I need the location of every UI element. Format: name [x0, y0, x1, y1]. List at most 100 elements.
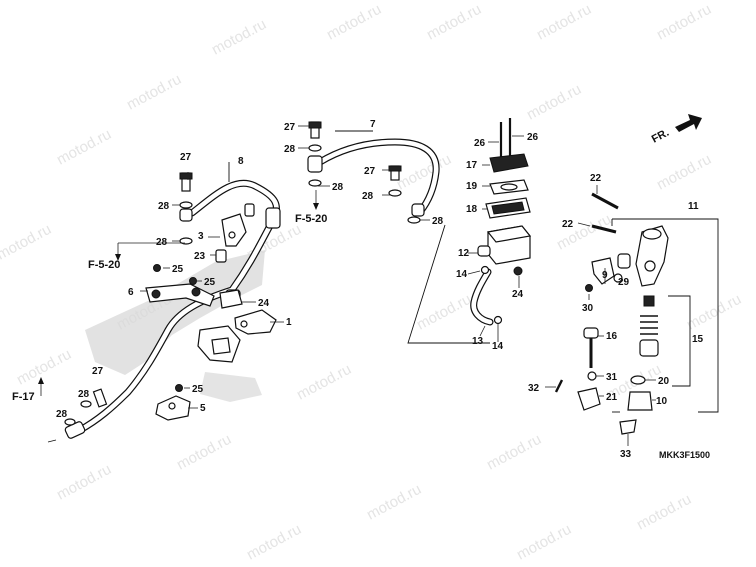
callout-32: 32	[528, 383, 540, 394]
reference-label: F-5-20	[88, 259, 120, 271]
callout-9: 9	[602, 270, 608, 281]
banjo-fitting	[179, 208, 193, 222]
nut-31	[587, 371, 597, 381]
pin-22-a	[591, 192, 619, 210]
assembly-bracket-15	[668, 295, 691, 387]
boot-10	[627, 391, 653, 411]
direction-label: FR.	[650, 127, 671, 146]
bolt-27-mid-b	[388, 165, 402, 181]
joint-9	[591, 257, 615, 285]
callout-28: 28	[56, 409, 68, 420]
master-cylinder-body	[617, 225, 669, 287]
holder-body	[197, 325, 241, 363]
washer-28	[64, 418, 76, 426]
callout-25: 25	[192, 384, 204, 395]
pushrod-16	[583, 327, 599, 368]
watermark: motod.ru	[324, 1, 384, 44]
clamp-24	[219, 289, 243, 309]
callout-22: 22	[590, 173, 602, 184]
callout-3: 3	[198, 231, 204, 242]
callout-26: 26	[527, 132, 539, 143]
callout-17: 17	[466, 160, 478, 171]
watermark: motod.ru	[654, 151, 714, 194]
callout-28: 28	[432, 216, 444, 227]
callout-28: 28	[284, 144, 296, 155]
reference-label: F-17	[12, 391, 35, 403]
watermark: motod.ru	[0, 221, 54, 264]
watermark: motod.ru	[654, 1, 714, 44]
clamp-3	[221, 213, 247, 247]
callout-14: 14	[456, 269, 468, 280]
callout-16: 16	[606, 331, 618, 342]
frame-shading	[85, 250, 265, 402]
bolt-26-pair	[499, 118, 512, 162]
leader-lines	[140, 125, 656, 446]
callout-13: 13	[472, 336, 484, 347]
washer-28	[308, 144, 322, 152]
bolt-27-left-top	[179, 172, 193, 192]
assembly-bracket-8	[47, 162, 230, 443]
watermark: motod.ru	[524, 81, 584, 124]
callout-1: 1	[286, 317, 292, 328]
clip-14	[480, 265, 490, 275]
callout-27: 27	[180, 152, 192, 163]
reference-label: F-5-20	[295, 213, 327, 225]
washer-28	[80, 400, 92, 408]
watermark: motod.ru	[394, 151, 454, 194]
stay-6	[145, 283, 215, 307]
callout-25: 25	[172, 264, 184, 275]
washer-28	[179, 201, 193, 209]
callout-15: 15	[692, 334, 704, 345]
callout-21: 21	[606, 392, 618, 403]
callout-28: 28	[332, 182, 344, 193]
clamp-5	[155, 395, 191, 421]
callout-25: 25	[204, 277, 216, 288]
callout-19: 19	[466, 181, 478, 192]
diagram-code: MKK3F1500	[659, 450, 710, 460]
callout-26: 26	[474, 138, 486, 149]
watermark: motod.ru	[174, 431, 234, 474]
front-direction-indicator: FR.	[650, 114, 702, 146]
callout-11: 11	[688, 201, 699, 212]
bolt-25	[175, 384, 183, 392]
brake-hose-7	[307, 138, 440, 217]
bolt-25	[189, 277, 197, 285]
watermark: motod.ru	[414, 291, 474, 334]
callout-24: 24	[512, 289, 524, 300]
pin-32	[554, 379, 564, 393]
callout-14: 14	[492, 341, 504, 352]
watermark: motod.ru	[244, 521, 304, 564]
washer-28	[308, 179, 322, 187]
bolt-23	[215, 249, 227, 263]
watermark: motod.ru	[54, 126, 114, 169]
callout-24: 24	[258, 298, 270, 309]
reference-arrows	[38, 190, 319, 396]
callout-labels: 1 3 5 6 7 8 9 10 11 12 13 14 14 15 16 17…	[56, 119, 704, 460]
callout-27: 27	[364, 166, 376, 177]
hose-13	[470, 268, 494, 326]
plate-19	[489, 179, 529, 195]
watermark: motod.ru	[294, 361, 354, 404]
callout-27: 27	[92, 366, 104, 377]
callout-5: 5	[200, 403, 206, 414]
bolt-25	[153, 264, 161, 272]
holder-1	[234, 309, 277, 335]
assembly-bracket-7	[335, 130, 490, 344]
watermark: motod.ru	[684, 291, 744, 334]
watermark: motod.ru	[209, 16, 269, 59]
washer-28	[388, 189, 402, 197]
bolt-27-left-bottom	[92, 388, 108, 408]
brake-hose-8	[64, 179, 281, 439]
clip-14	[493, 315, 503, 325]
callout-28: 28	[158, 201, 170, 212]
callout-30: 30	[582, 303, 594, 314]
watermark: motod.ru	[364, 481, 424, 524]
assembly-bracket-11	[611, 218, 719, 413]
watermark: motod.ru	[634, 491, 694, 534]
washer-28	[407, 216, 421, 224]
callout-28: 28	[156, 237, 168, 248]
callout-6: 6	[128, 287, 134, 298]
spring-15	[639, 295, 659, 357]
